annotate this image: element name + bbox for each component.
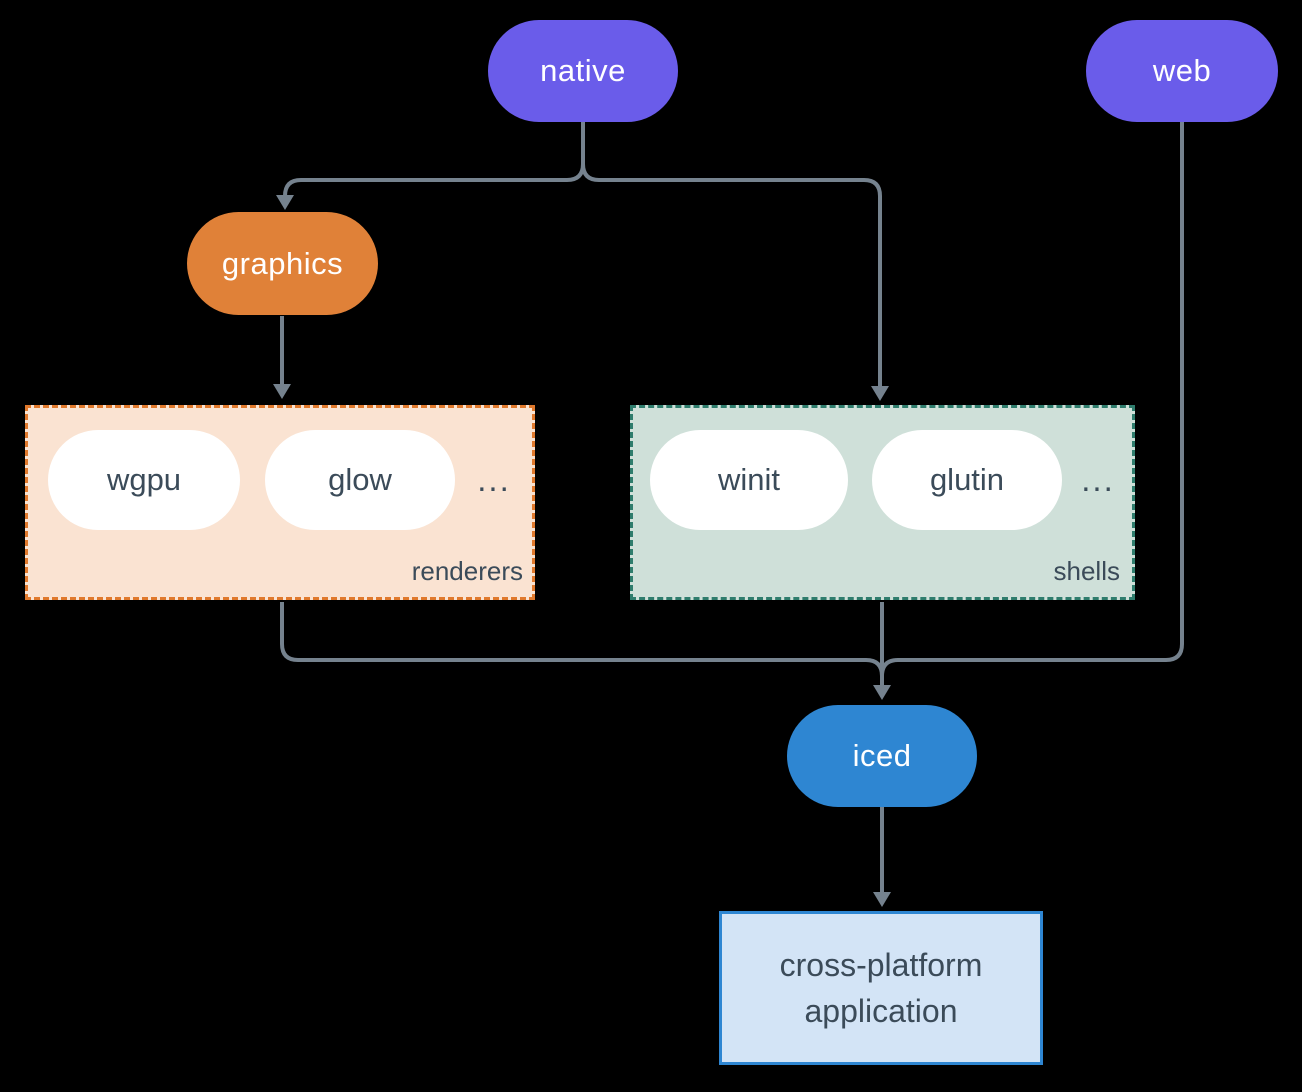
node-wgpu-label: wgpu <box>106 462 182 497</box>
arrowhead-iced <box>873 685 891 700</box>
node-winit: winit <box>650 430 848 530</box>
arrowhead-renderers-top <box>273 384 291 399</box>
arrowhead-shells-top <box>871 386 889 401</box>
node-web: web <box>1086 20 1278 122</box>
node-graphics-label: graphics <box>221 245 344 281</box>
renderers-ellipsis: ... <box>477 461 511 498</box>
arrowhead-graphics <box>276 195 294 210</box>
node-glow: glow <box>265 430 455 530</box>
node-glutin: glutin <box>872 430 1062 530</box>
shells-ellipsis: ... <box>1081 461 1115 498</box>
application-label-line2: application <box>804 993 958 1029</box>
edge-native-to-shells <box>581 122 882 387</box>
application-label-line1: cross-platform <box>779 946 983 983</box>
edge-renderers-to-iced <box>280 602 884 677</box>
node-native: native <box>488 20 678 122</box>
node-iced: iced <box>787 705 977 807</box>
node-native-label: native <box>540 53 626 88</box>
node-glow-label: glow <box>328 462 392 497</box>
shells-group-label: shells <box>1053 556 1120 586</box>
node-winit-label: winit <box>717 462 780 497</box>
node-graphics: graphics <box>187 212 378 315</box>
node-cross-platform-application: cross-platform application <box>719 911 1043 1065</box>
renderers-group-label: renderers <box>411 556 523 586</box>
node-wgpu: wgpu <box>48 430 240 530</box>
node-web-label: web <box>1152 53 1212 88</box>
node-iced-label: iced <box>852 738 912 773</box>
node-glutin-label: glutin <box>929 462 1005 497</box>
edge-native-to-graphics <box>283 122 585 197</box>
arrowhead-application <box>873 892 891 907</box>
